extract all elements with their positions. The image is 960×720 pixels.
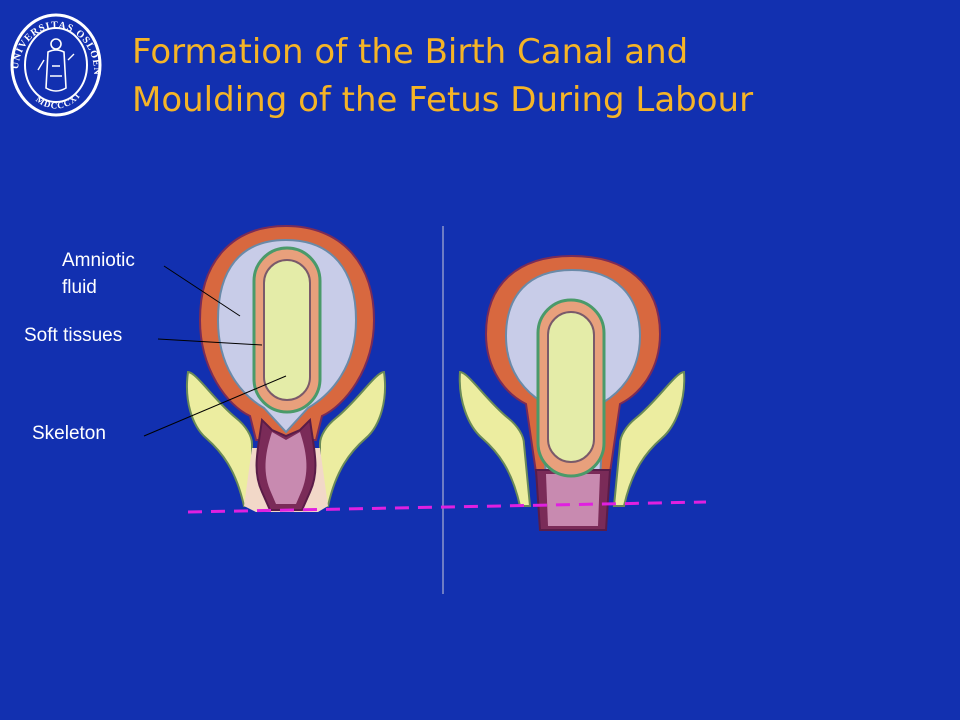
left-birth-canal-inner: [265, 432, 307, 504]
left-fetus-skeleton: [263, 259, 311, 401]
left-panel: [143, 224, 386, 512]
right-pelvis-left-wing: [458, 370, 532, 507]
right-panel: [458, 254, 686, 531]
soft-tissues-label: Soft tissues: [24, 325, 123, 346]
skeleton-leader: [143, 375, 287, 437]
amniotic-fluid-label: Amniotic fluid: [62, 250, 135, 298]
amniotic-fluid-leader: [163, 265, 241, 317]
right-fetus-skeleton: [547, 311, 595, 463]
slide-title: Formation of the Birth Canal and Mouldin…: [132, 28, 932, 124]
title-line-2: Moulding of the Fetus During Labour: [132, 80, 754, 120]
university-seal-icon: UNIVERSITAS OSLOENSIS MDCCCXI: [8, 10, 102, 117]
title-line-1: Formation of the Birth Canal and: [132, 32, 689, 72]
soft-tissues-leader: [157, 338, 263, 346]
right-birth-canal-inner: [546, 474, 600, 526]
skeleton-label: Skeleton: [32, 423, 106, 444]
right-pelvis-right-wing: [612, 370, 686, 507]
pelvic-floor-dashed-line: [187, 500, 707, 514]
